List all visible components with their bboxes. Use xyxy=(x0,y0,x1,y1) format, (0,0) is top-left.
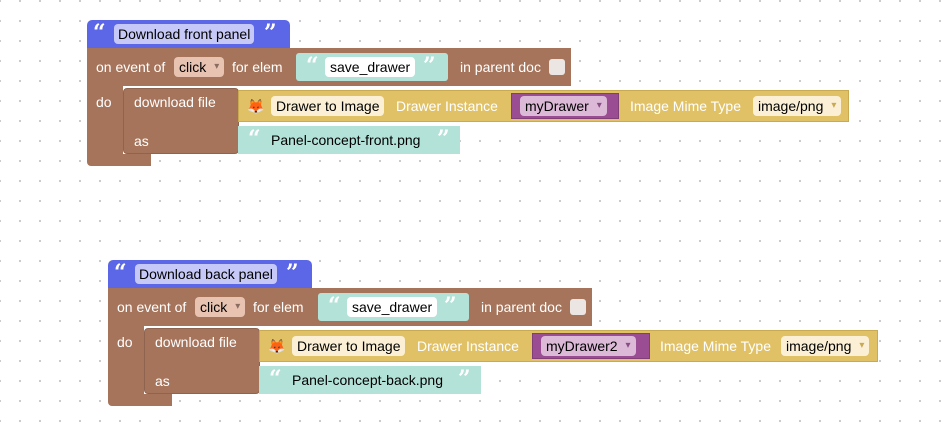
download-file-block[interactable] xyxy=(144,328,260,394)
filename-field[interactable]: Panel-concept-back.png xyxy=(292,372,443,388)
chevron-down-icon: ▾ xyxy=(596,100,602,111)
converter-name: Drawer to Image xyxy=(292,336,406,356)
chevron-down-icon: ▾ xyxy=(214,61,220,72)
event-block-bottom-tab xyxy=(144,394,172,406)
chevron-down-icon: ▾ xyxy=(625,340,631,351)
quote-open-icon: “ xyxy=(306,53,319,79)
fox-icon: 🦊 xyxy=(268,338,286,354)
as-label: as xyxy=(155,373,170,389)
chevron-down-icon: ▾ xyxy=(831,100,837,111)
quote-close-icon: ” xyxy=(264,20,277,46)
as-label: as xyxy=(134,133,149,149)
drawer-to-image-block[interactable]: 🦊 Drawer to Image Drawer Instance myDraw… xyxy=(259,330,878,362)
quote-close-icon: ” xyxy=(444,293,457,319)
elem-id-field[interactable]: save_drawer xyxy=(325,57,416,77)
event-dropdown[interactable]: click ▾ xyxy=(174,57,225,77)
event-block-spine xyxy=(87,86,123,166)
quote-open-icon: “ xyxy=(114,260,127,286)
chevron-down-icon: ▾ xyxy=(859,340,865,351)
quote-open-icon: “ xyxy=(248,126,261,152)
fox-icon: 🦊 xyxy=(247,98,265,114)
parent-doc-label: in parent doc xyxy=(460,59,541,75)
event-block-bottom-tab xyxy=(123,154,151,166)
mime-type-value: image/png xyxy=(758,98,824,114)
drawer-variable-dropdown[interactable]: myDrawer ▾ xyxy=(520,96,607,116)
download-file-block[interactable] xyxy=(123,88,239,154)
mime-type-value: image/png xyxy=(786,338,852,354)
comment-block[interactable]: “ Download back panel ” xyxy=(108,260,312,288)
event-prefix-label: on event of xyxy=(117,299,187,315)
quote-open-icon: “ xyxy=(328,293,341,319)
filename-field[interactable]: Panel-concept-front.png xyxy=(271,132,421,148)
download-file-label: download file xyxy=(155,334,237,350)
quote-open-icon: “ xyxy=(93,20,106,46)
for-elem-label: for elem xyxy=(232,59,283,75)
parent-doc-label: in parent doc xyxy=(481,299,562,315)
filename-text-block[interactable]: “ Panel-concept-front.png ” xyxy=(238,126,460,154)
do-label: do xyxy=(96,94,112,110)
chevron-down-icon: ▾ xyxy=(235,301,241,312)
elem-id-text-block[interactable]: “ save_drawer ” xyxy=(296,53,448,81)
parent-doc-checkbox[interactable] xyxy=(549,59,565,75)
event-block-spine xyxy=(108,326,144,406)
parent-doc-checkbox[interactable] xyxy=(570,299,586,315)
event-dropdown-value: click xyxy=(200,299,228,315)
drawer-variable-value: myDrawer xyxy=(525,98,589,114)
comment-text[interactable]: Download back panel xyxy=(135,264,277,284)
quote-close-icon: ” xyxy=(437,126,450,152)
event-dropdown[interactable]: click ▾ xyxy=(195,297,246,317)
quote-close-icon: ” xyxy=(286,260,299,286)
mime-type-dropdown[interactable]: image/png ▾ xyxy=(781,336,870,356)
download-file-label: download file xyxy=(134,94,216,110)
drawer-to-image-block[interactable]: 🦊 Drawer to Image Drawer Instance myDraw… xyxy=(238,90,849,122)
for-elem-label: for elem xyxy=(253,299,304,315)
drawer-instance-label: Drawer Instance xyxy=(417,338,519,354)
event-prefix-label: on event of xyxy=(96,59,166,75)
drawer-variable-dropdown[interactable]: myDrawer2 ▾ xyxy=(541,336,636,356)
quote-close-icon: ” xyxy=(458,366,471,392)
mime-type-label: Image Mime Type xyxy=(630,98,742,114)
drawer-variable-block[interactable]: myDrawer2 ▾ xyxy=(532,333,650,359)
elem-id-text-block[interactable]: “ save_drawer ” xyxy=(318,293,469,321)
drawer-variable-value: myDrawer2 xyxy=(546,338,618,354)
comment-block[interactable]: “ Download front panel ” xyxy=(87,20,290,48)
comment-text[interactable]: Download front panel xyxy=(114,24,255,44)
drawer-instance-label: Drawer Instance xyxy=(396,98,498,114)
filename-text-block[interactable]: “ Panel-concept-back.png ” xyxy=(259,366,481,394)
mime-type-label: Image Mime Type xyxy=(660,338,772,354)
drawer-variable-block[interactable]: myDrawer ▾ xyxy=(511,93,619,119)
converter-name: Drawer to Image xyxy=(271,96,385,116)
quote-open-icon: “ xyxy=(269,366,282,392)
elem-id-field[interactable]: save_drawer xyxy=(347,297,438,317)
do-label: do xyxy=(117,334,133,350)
event-dropdown-value: click xyxy=(179,59,207,75)
quote-close-icon: ” xyxy=(423,53,436,79)
mime-type-dropdown[interactable]: image/png ▾ xyxy=(753,96,842,116)
